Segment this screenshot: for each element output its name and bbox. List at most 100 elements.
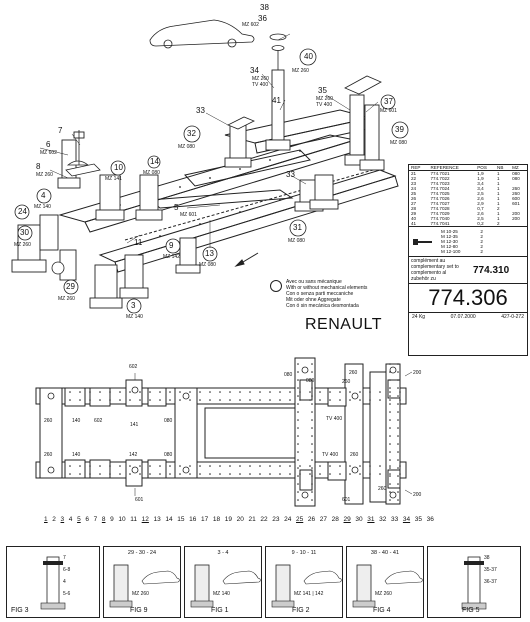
plan-hole (311, 427, 313, 429)
reference-cell: 080 (512, 176, 520, 181)
scale-number: 13 (153, 516, 161, 523)
plan-hole (389, 387, 391, 389)
bolt-cell: M 12-35 (441, 234, 458, 239)
plan-hole (109, 465, 111, 467)
plan-hole (297, 363, 299, 365)
plan-hole (229, 473, 231, 475)
plan-hole (289, 399, 291, 401)
direction-arrow-icon (234, 252, 259, 267)
bolt-cell: M 10-25 (441, 229, 458, 234)
plan-hole (239, 399, 241, 401)
plan-hole (379, 391, 381, 393)
plan-hole (311, 491, 313, 493)
reference-cell: 080 (512, 171, 520, 176)
plan-hole (69, 399, 71, 401)
callout-32 (183, 125, 201, 143)
plan-hole (179, 473, 181, 475)
callout-40 (299, 48, 317, 66)
plan-label: TV 400 (326, 416, 343, 422)
plan-hole (397, 403, 399, 405)
fig-sketch (190, 564, 261, 608)
col-rep: REP (411, 165, 421, 170)
plan-hole (149, 399, 151, 401)
plan-hole (397, 499, 399, 501)
plan-hole (209, 391, 211, 393)
callout-label-39: 39 (395, 125, 404, 134)
plan-hole (369, 473, 371, 475)
callout-mz-10: MZ 141 (105, 176, 122, 182)
note-fr: Avec ou sans mécanique (286, 279, 342, 285)
callout-label-14: 14 (150, 157, 159, 166)
plan-hole (329, 391, 331, 393)
callout-label-41: 41 (272, 96, 281, 105)
reference-cell: 41 (411, 221, 417, 226)
scale-number: 26 (307, 516, 316, 523)
plan-hole (297, 435, 299, 437)
fig-name: FIG 5 (462, 607, 480, 614)
plan-hole (189, 399, 191, 401)
plan-hole (139, 399, 141, 401)
scale-number: 2 (52, 516, 56, 523)
fig-name: FIG 2 (292, 607, 310, 614)
plan-label: 602 (129, 364, 138, 370)
plan-hole (69, 391, 71, 393)
scale-number: 14 (165, 516, 173, 523)
plan-hole (299, 465, 301, 467)
reference-cell: 3,4 (477, 186, 484, 191)
plan-hole (389, 435, 391, 437)
col-nb: NB (497, 165, 504, 170)
scale-number: 5 (77, 516, 81, 523)
plan-hole (369, 465, 371, 467)
plan-hole (69, 465, 71, 467)
plan-hole (119, 473, 121, 475)
callout-14 (147, 155, 161, 169)
reference-cell: 1 (497, 181, 500, 186)
plan-hole (397, 427, 399, 429)
bolt-icon (413, 238, 432, 245)
fig-top-label: 38 - 40 - 41 (370, 550, 400, 556)
plan-hole (311, 363, 313, 365)
reference-cell: 2 (497, 206, 500, 211)
plan-hole (311, 499, 313, 501)
plan-hole (297, 483, 299, 485)
reference-cell: 2 (497, 221, 500, 226)
plan-hole (119, 399, 121, 401)
reference-cell: 25 (411, 191, 417, 196)
callout-mz-4: MZ 140 (34, 204, 51, 210)
plan-hole (339, 391, 341, 393)
plan-hole (229, 399, 231, 401)
callout-mz-6: MZ 602 (40, 150, 57, 156)
scale-number: 7 (93, 516, 98, 523)
plan-hole (389, 427, 391, 429)
fig-sketch (352, 564, 423, 608)
reference-cell: 600 (512, 196, 520, 201)
plan-label: 200 (413, 370, 422, 376)
reference-cell: 774.7041 (430, 221, 450, 226)
plan-hole (309, 473, 311, 475)
callout-label-37: 37 (384, 97, 393, 106)
reference-cell: 774.7022 (430, 176, 450, 181)
plan-hole (389, 399, 391, 401)
plan-hole (379, 473, 381, 475)
plan-hole (169, 473, 171, 475)
plan-hole (309, 399, 311, 401)
plan-label: 260 (349, 370, 358, 376)
plan-hole (79, 399, 81, 401)
fig-label: 35-37 (484, 567, 497, 573)
reference-cell: 21 (411, 171, 417, 176)
callout-label-32: 32 (187, 129, 196, 138)
fig-shape (275, 564, 291, 604)
plan-hole (99, 465, 101, 467)
note-it: Con o senza parti meccaniche (286, 291, 354, 297)
reference-cell: 23 (411, 181, 417, 186)
plan-hole (99, 391, 101, 393)
callout-mz-13: MZ 080 (199, 262, 216, 268)
